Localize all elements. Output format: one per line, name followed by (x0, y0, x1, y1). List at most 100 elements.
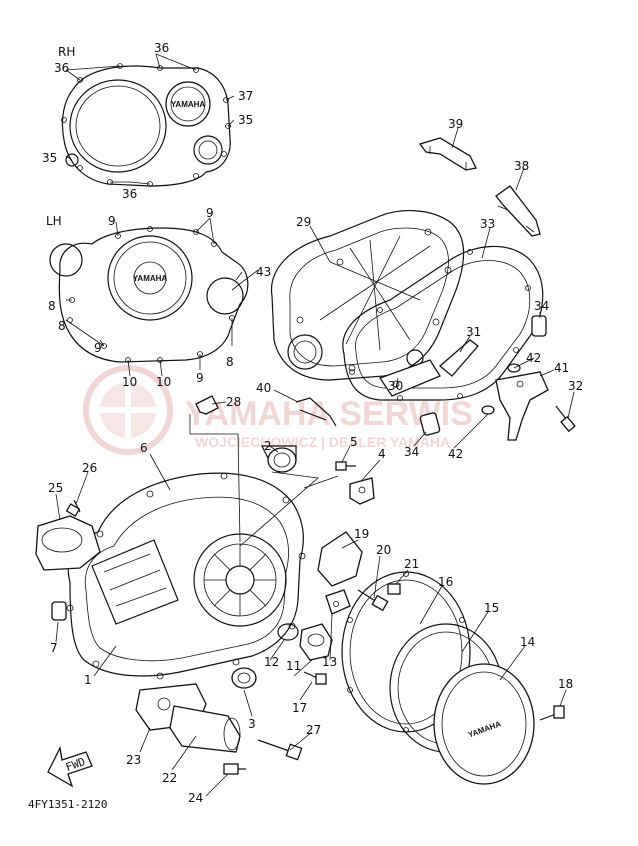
bolt-17 (303, 671, 327, 685)
callout-27: 27 (306, 723, 321, 737)
callout-14: 14 (520, 635, 535, 649)
callout-40: 40 (256, 381, 271, 395)
callout-31: 31 (466, 325, 481, 339)
callout-3: 3 (248, 717, 256, 731)
oring-12 (277, 623, 299, 641)
callout-25: 25 (48, 481, 63, 495)
callout-9a: 9 (108, 214, 116, 228)
oring-42-lower (481, 405, 495, 415)
callout-10a: 10 (122, 375, 137, 389)
crankcase-cover-1 (66, 472, 306, 680)
callout-42a: 42 (526, 351, 541, 365)
watermark: YAMAHA SERWIS WOJCIECHOWICZ | DEALER YAM… (83, 365, 473, 455)
callout-24: 24 (188, 791, 203, 805)
clip-28 (195, 395, 219, 415)
callout-34b: 34 (404, 445, 419, 459)
callout-4: 4 (378, 447, 386, 461)
callout-41: 41 (554, 361, 569, 375)
starter-motor-22 (169, 705, 241, 753)
bracket-4 (349, 477, 375, 505)
callout-35b: 35 (238, 113, 253, 127)
callout-11: 11 (286, 659, 301, 673)
callout-22: 22 (162, 771, 177, 785)
oring-42-upper (507, 363, 521, 373)
callout-28: 28 (226, 395, 241, 409)
callout-19: 19 (354, 527, 369, 541)
callout-30: 30 (388, 379, 403, 393)
callout-18: 18 (558, 677, 573, 691)
lh-cover-inset: LH YAMAHA (46, 214, 249, 377)
bracket-38 (495, 185, 541, 237)
dowel-26 (65, 499, 81, 517)
callout-34a: 34 (534, 299, 549, 313)
screw-5 (335, 461, 356, 471)
callout-10b: 10 (156, 375, 171, 389)
callout-6: 6 (140, 441, 148, 455)
callout-42b: 42 (448, 447, 463, 461)
callout-36c: 36 (122, 187, 137, 201)
callout-13: 13 (322, 655, 337, 669)
bracket-39 (418, 137, 477, 171)
callout-21: 21 (404, 557, 419, 571)
callout-8a: 8 (48, 299, 56, 313)
callout-36a: 36 (54, 61, 69, 75)
callout-2: 2 (264, 439, 272, 453)
lever-31 (438, 339, 479, 377)
callout-33: 33 (480, 217, 495, 231)
shift-lever-41 (495, 371, 549, 441)
watermark-dealer: WOJCIECHOWICZ | DEALER YAMAHA (195, 434, 450, 450)
callouts: 1 2 3 4 5 6 7 8 8 8 9 9 9 9 10 10 11 12 … (42, 41, 583, 805)
fwd-label: FWD (64, 755, 87, 774)
gasket-33 (342, 245, 544, 401)
fwd-arrow: FWD (47, 745, 93, 788)
callout-38: 38 (514, 159, 529, 173)
callout-12: 12 (264, 655, 279, 669)
spring-40 (295, 397, 337, 427)
cover-19 (317, 531, 363, 587)
callout-16: 16 (438, 575, 453, 589)
bolt-20 (357, 589, 389, 612)
callout-5: 5 (350, 435, 358, 449)
bolt-18 (539, 705, 565, 721)
leader-lines (55, 127, 575, 797)
callout-20: 20 (376, 543, 391, 557)
oil-seal-2 (261, 445, 297, 473)
callout-36b: 36 (154, 41, 169, 55)
callout-35a: 35 (42, 151, 57, 165)
bolt-24 (223, 763, 246, 775)
callout-8b: 8 (58, 319, 66, 333)
crankcase-cover-29 (270, 210, 465, 381)
bolt-27 (257, 739, 303, 761)
callout-29: 29 (296, 215, 311, 229)
rh-logo: YAMAHA (171, 100, 206, 109)
callout-39: 39 (448, 117, 463, 131)
callout-17: 17 (292, 701, 307, 715)
callout-9b: 9 (206, 206, 214, 220)
bolt-21 (387, 583, 401, 595)
collar-34-lower (419, 412, 441, 436)
callout-43: 43 (256, 265, 271, 279)
collar-34-upper (531, 315, 547, 337)
plate-13 (325, 589, 351, 615)
callout-7: 7 (50, 641, 58, 655)
cap-25 (35, 515, 101, 571)
callout-8c: 8 (226, 355, 234, 369)
bolt-32 (555, 405, 576, 433)
callout-26: 26 (82, 461, 97, 475)
dowel-7 (51, 601, 67, 621)
callout-9d: 9 (196, 371, 204, 385)
callout-9c: 9 (94, 341, 102, 355)
lh-logo: YAMAHA (133, 274, 168, 283)
bearing-3 (231, 667, 257, 689)
rh-cover-inset: RH YAMAHA (58, 45, 235, 187)
round-cover-14: YAMAHA (433, 663, 535, 785)
callout-1: 1 (84, 673, 92, 687)
callout-23: 23 (126, 753, 141, 767)
diagram-code: 4FY1351-2120 (28, 798, 107, 811)
callout-15: 15 (484, 601, 499, 615)
plug-11 (299, 623, 333, 661)
rh-label: RH (58, 45, 75, 59)
lh-label: LH (46, 214, 62, 228)
